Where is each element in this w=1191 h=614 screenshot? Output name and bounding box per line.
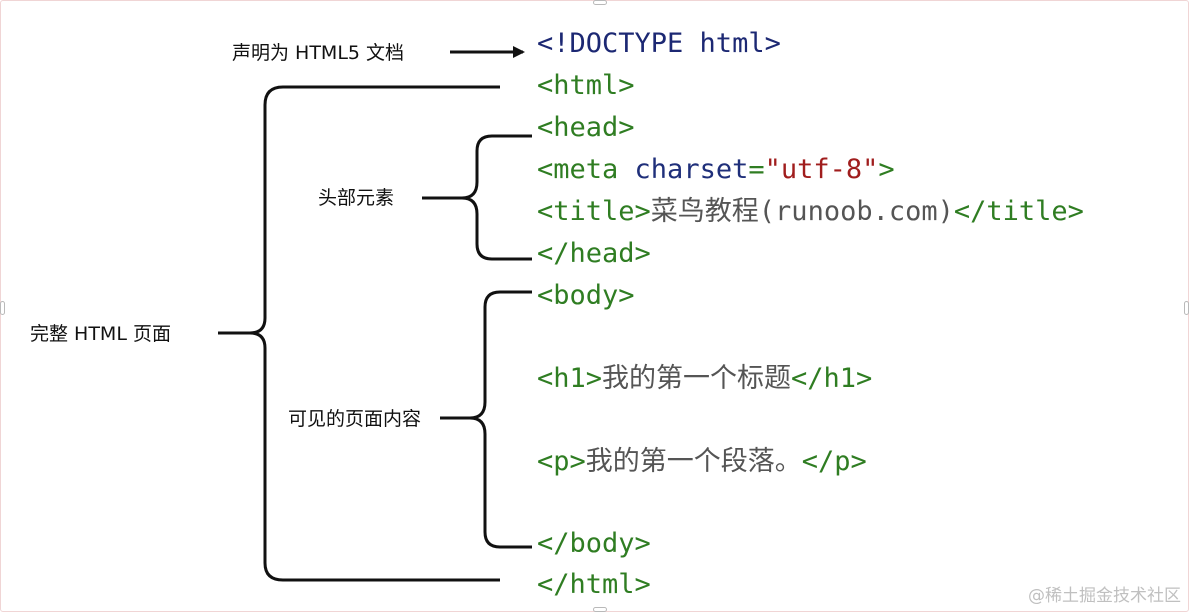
code-line-p: <p>我的第一个段落。</p> bbox=[537, 446, 867, 478]
meta-tag-open: <meta bbox=[537, 154, 619, 185]
meta-charset-attribute: charset bbox=[634, 154, 749, 185]
html-open-tag: <html> bbox=[537, 70, 635, 101]
h1-close-tag: </h1> bbox=[791, 363, 873, 394]
body-close-tag: </body> bbox=[537, 528, 651, 559]
title-close-tag: </title> bbox=[953, 196, 1084, 227]
title-text: 菜鸟教程(runoob.com) bbox=[650, 196, 954, 227]
p-close-tag: </p> bbox=[801, 446, 867, 477]
meta-equals: = bbox=[748, 154, 765, 185]
resize-handle-right[interactable] bbox=[1184, 301, 1189, 315]
full-page-label: 完整 HTML 页面 bbox=[30, 323, 171, 345]
code-line-html-close: </html> bbox=[537, 569, 651, 601]
h1-text: 我的第一个标题 bbox=[602, 363, 792, 394]
body-open-tag: <body> bbox=[537, 280, 635, 311]
visible-content-label: 可见的页面内容 bbox=[288, 408, 422, 430]
code-line-meta: <meta charset="utf-8"> bbox=[537, 154, 895, 186]
doctype-declaration: <!DOCTYPE html> bbox=[537, 28, 781, 59]
html-close-tag: </html> bbox=[537, 569, 651, 600]
resize-handle-left[interactable] bbox=[0, 301, 5, 315]
head-close-tag: </head> bbox=[537, 238, 651, 269]
code-line-title: <title>菜鸟教程(runoob.com)</title> bbox=[537, 196, 1084, 228]
head-open-tag: <head> bbox=[537, 112, 635, 143]
meta-tag-close: > bbox=[878, 154, 895, 185]
code-line-doctype: <!DOCTYPE html> bbox=[537, 28, 781, 60]
code-line-html-open: <html> bbox=[537, 70, 635, 102]
p-text: 我的第一个段落。 bbox=[585, 446, 802, 477]
resize-handle-top[interactable] bbox=[593, 0, 607, 5]
code-line-body-open: <body> bbox=[537, 280, 635, 312]
code-line-body-close: </body> bbox=[537, 528, 651, 560]
title-open-tag: <title> bbox=[537, 196, 651, 227]
source-watermark: @稀土掘金技术社区 bbox=[1028, 586, 1181, 606]
code-line-h1: <h1>我的第一个标题</h1> bbox=[537, 363, 872, 395]
doctype-label: 声明为 HTML5 文档 bbox=[232, 42, 405, 64]
p-open-tag: <p> bbox=[537, 446, 586, 477]
code-line-head-open: <head> bbox=[537, 112, 635, 144]
code-line-head-close: </head> bbox=[537, 238, 651, 270]
head-elements-label: 头部元素 bbox=[318, 187, 395, 209]
meta-charset-value: "utf-8" bbox=[764, 154, 879, 185]
resize-handle-bottom[interactable] bbox=[593, 607, 607, 612]
h1-open-tag: <h1> bbox=[537, 363, 603, 394]
